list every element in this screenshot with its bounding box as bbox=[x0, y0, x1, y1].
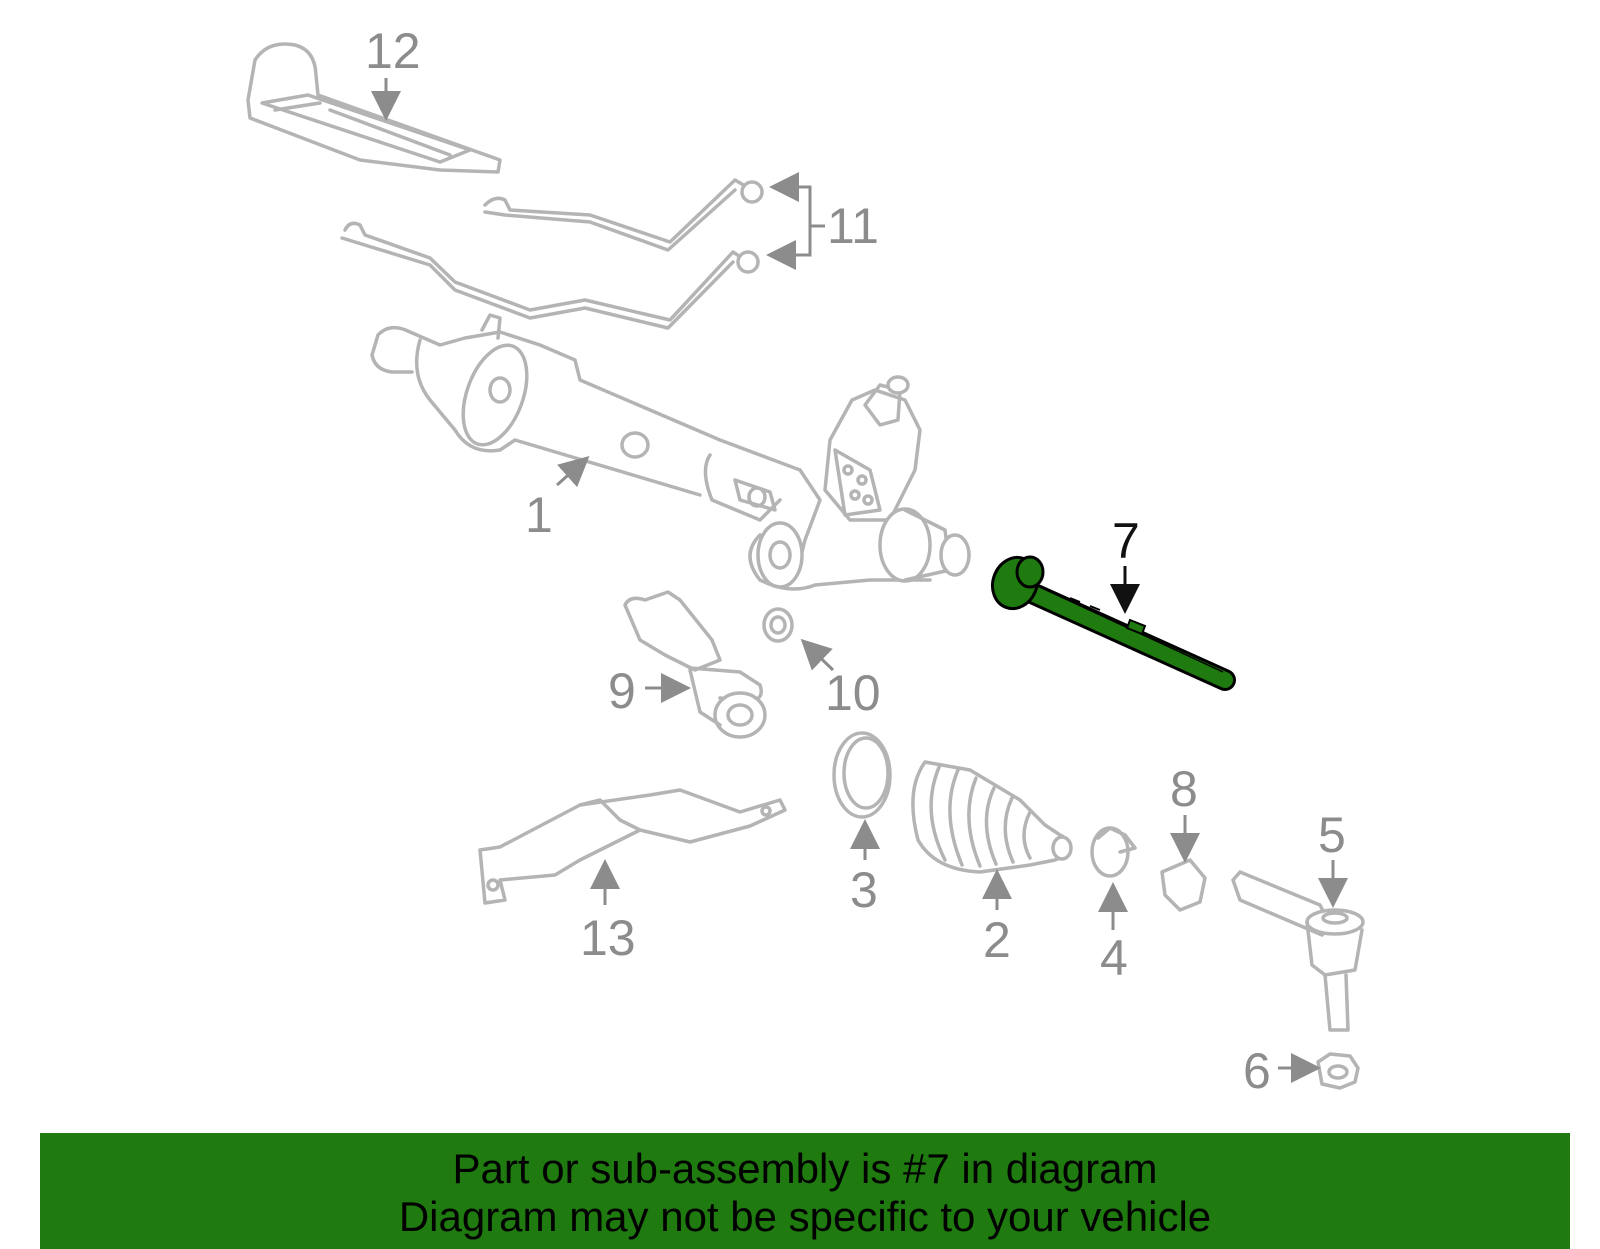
callout-8: 8 bbox=[1170, 761, 1198, 817]
callout-11: 11 bbox=[827, 198, 879, 254]
part-5-outer-tie-rod-end bbox=[1231, 870, 1365, 1032]
part-2-bellows-boot bbox=[911, 760, 1073, 874]
part-1-rack-and-pinion-housing bbox=[370, 313, 971, 591]
part-4-clamp bbox=[1090, 826, 1137, 878]
part-10-washer bbox=[762, 607, 794, 643]
leader-lines bbox=[371, 78, 1348, 1083]
part-11-hydraulic-lines bbox=[340, 178, 764, 330]
callout-3: 3 bbox=[850, 862, 878, 918]
banner-line-2: Diagram may not be specific to your vehi… bbox=[398, 1193, 1212, 1240]
callout-5: 5 bbox=[1318, 807, 1346, 863]
callout-7: 7 bbox=[1112, 513, 1140, 569]
callout-4: 4 bbox=[1100, 930, 1128, 986]
callout-13: 13 bbox=[580, 910, 636, 966]
part-7-inner-tie-rod bbox=[990, 555, 1236, 691]
part-3-boot-clamp bbox=[832, 731, 892, 819]
part-9-sensor bbox=[623, 590, 767, 739]
callout-10: 10 bbox=[825, 665, 881, 721]
callout-6: 6 bbox=[1243, 1043, 1271, 1099]
callout-2: 2 bbox=[983, 912, 1011, 968]
callout-9: 9 bbox=[608, 663, 636, 719]
callout-1: 1 bbox=[525, 487, 553, 543]
part-6-nut bbox=[1316, 1052, 1360, 1090]
part-13-bracket bbox=[478, 788, 787, 905]
part-8-jam-nut bbox=[1160, 858, 1207, 912]
callout-12: 12 bbox=[365, 23, 421, 79]
banner-line-1: Part or sub-assembly is #7 in diagram bbox=[452, 1145, 1158, 1192]
info-banner: Part or sub-assembly is #7 in diagram Di… bbox=[40, 1133, 1570, 1249]
part-12-heat-shield bbox=[246, 42, 502, 174]
